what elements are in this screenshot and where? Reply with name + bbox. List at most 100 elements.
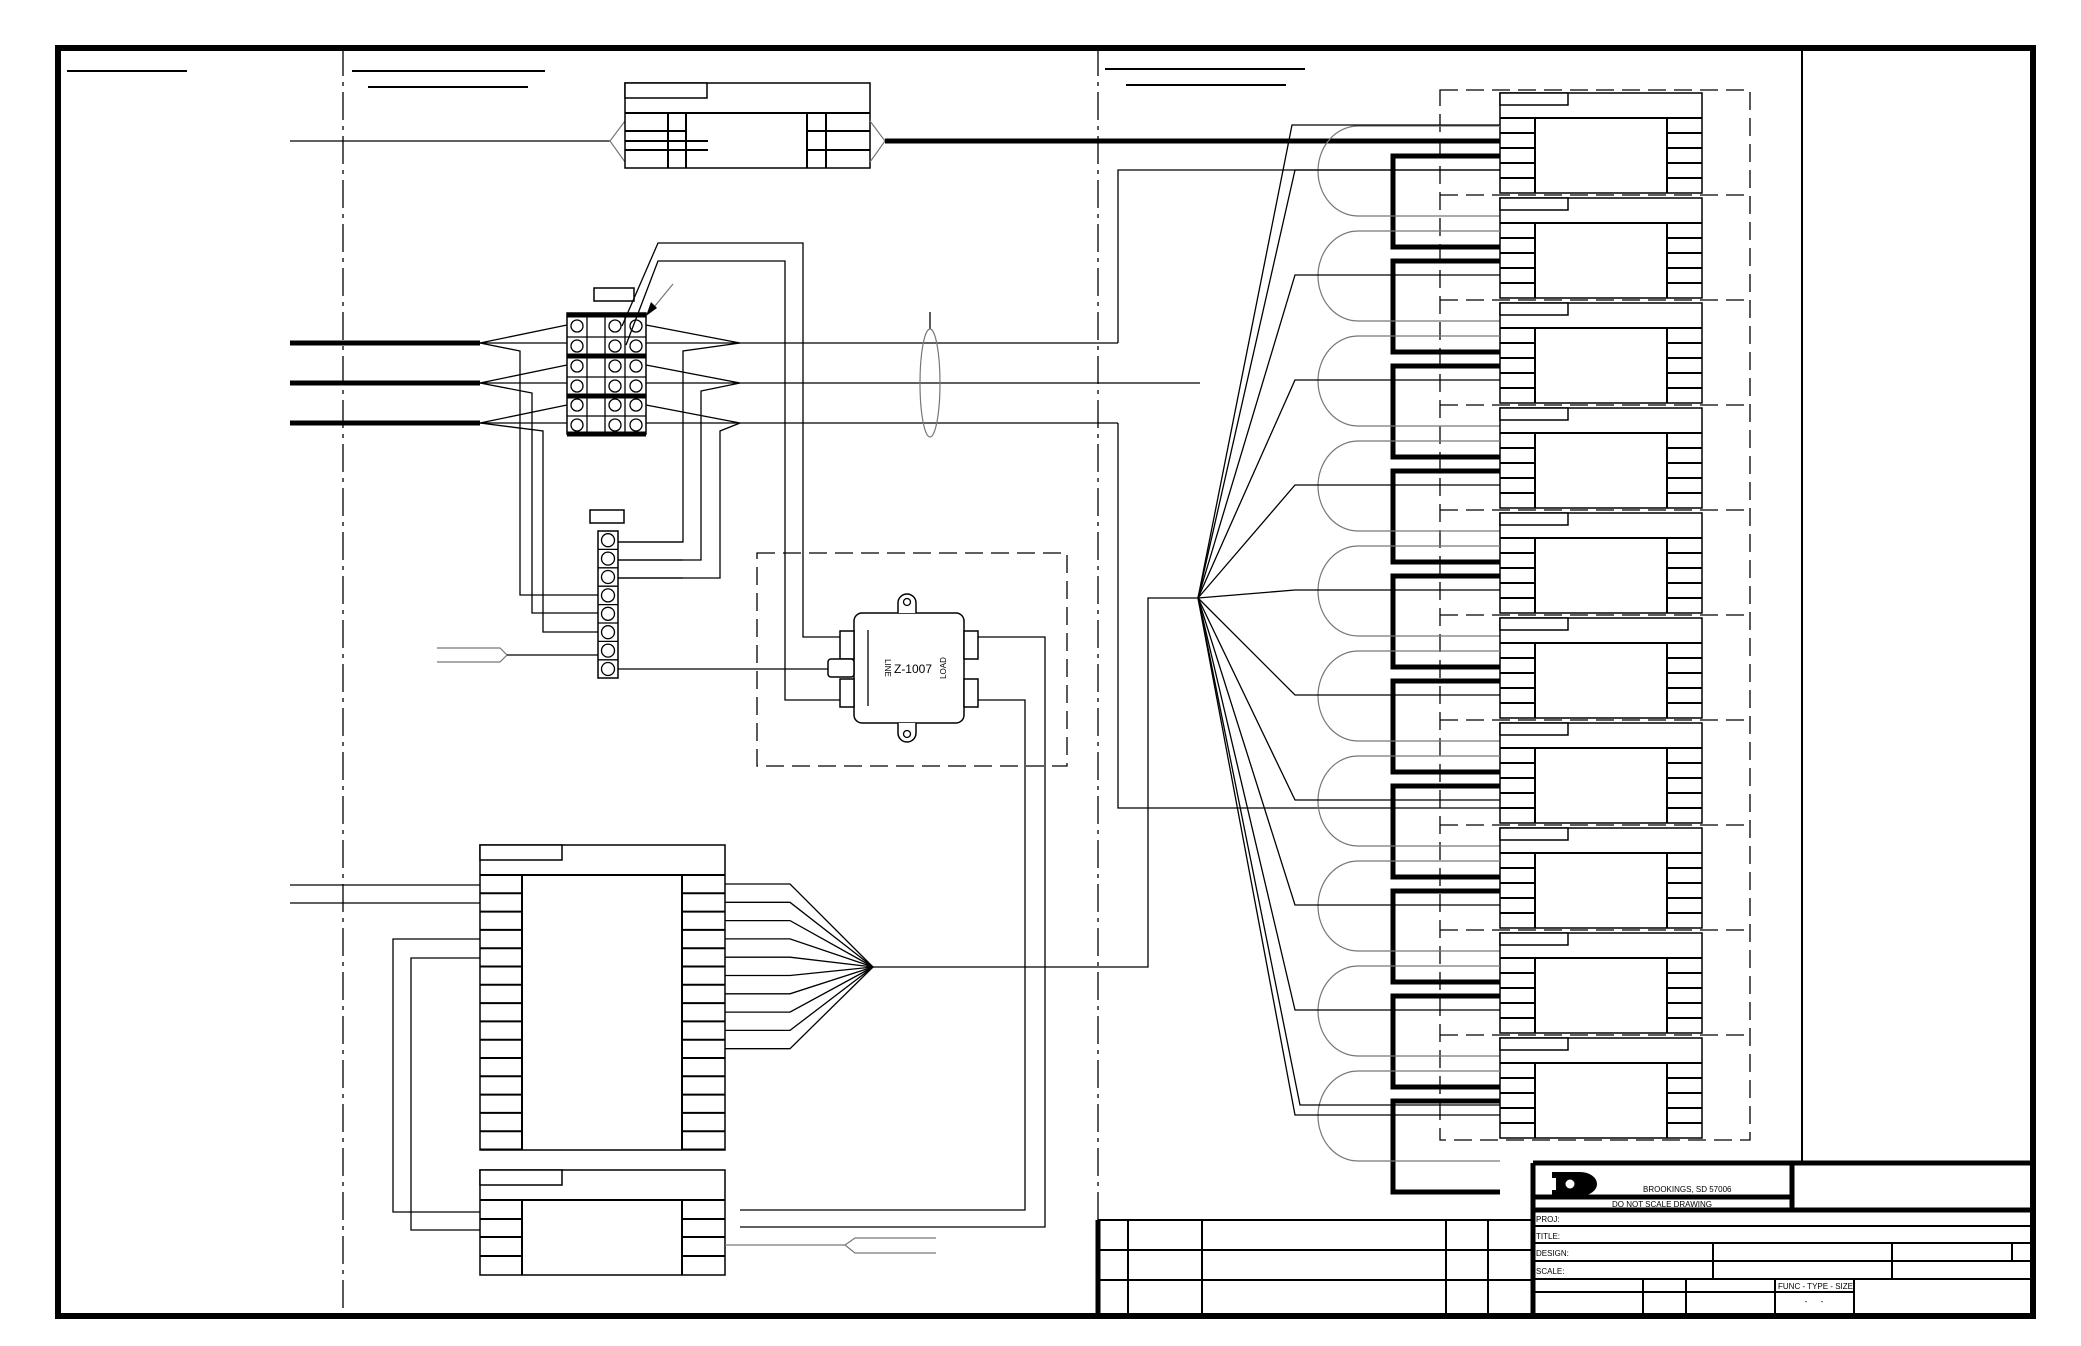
- module-label-box: [1499, 827, 1569, 841]
- do-not-scale-notice: DO NOT SCALE DRAWING: [1612, 1200, 1712, 1209]
- terminal-screw: [629, 398, 643, 412]
- terminal-screw: [570, 398, 584, 412]
- fan-wire: [725, 966, 874, 1032]
- fan-wire: [725, 966, 874, 1013]
- revision-block: [1095, 1219, 1533, 1316]
- proj-label: PROJ:: [1536, 1215, 1560, 1224]
- io-module: [1499, 92, 1703, 194]
- io-module: [1499, 197, 1703, 299]
- terminal-screw: [570, 359, 584, 373]
- terminal-screw: [608, 418, 622, 432]
- func-type-size-label: FUNC - TYPE - SIZE: [1778, 1282, 1853, 1291]
- strip-terminal: [600, 533, 616, 548]
- terminal-screws: [570, 319, 643, 432]
- fan-wire: [1197, 124, 1500, 599]
- terminal-screw: [570, 339, 584, 353]
- loop-arc: [1317, 335, 1500, 427]
- func-type-size-value: - -: [1805, 1297, 1824, 1306]
- fan-wire: [1197, 484, 1500, 599]
- incoming-power-lines: [290, 324, 598, 633]
- top-connector: [290, 82, 1510, 169]
- filter-line-label: LINE: [883, 659, 892, 677]
- loop-arc: [1317, 860, 1500, 952]
- company-logo-icon: [1552, 1172, 1597, 1196]
- terminal-screw: [608, 398, 622, 412]
- right-module-stack: [1317, 89, 1751, 1195]
- strip-terminal: [600, 569, 616, 585]
- io-module: [1499, 617, 1703, 719]
- module-label-box: [1499, 722, 1569, 736]
- loop-arc: [1317, 965, 1500, 1057]
- lower-module-large: [290, 597, 1198, 1231]
- fan-wire: [1197, 589, 1500, 599]
- title-label: TITLE:: [1536, 1232, 1560, 1241]
- terminal-screw: [608, 339, 622, 353]
- terminal-screw: [570, 418, 584, 432]
- fan-wire: [725, 883, 874, 968]
- fan-wire: [1197, 379, 1500, 599]
- fan-wire: [1197, 597, 1500, 1116]
- design-label: DESIGN:: [1536, 1249, 1569, 1258]
- loop-arc: [1317, 440, 1500, 532]
- io-module: [1499, 827, 1703, 929]
- strip-terminal: [600, 625, 616, 640]
- jumper-loop: [1390, 258, 1500, 355]
- lower-module-small: [479, 1169, 936, 1276]
- jumper-loop: [1390, 468, 1500, 565]
- module-label-box: [1499, 512, 1569, 526]
- io-module: [1499, 932, 1703, 1034]
- jumper-loop: [1390, 1098, 1500, 1195]
- module-label-box: [1499, 1037, 1569, 1051]
- jumper-loop: [1390, 993, 1500, 1090]
- terminal-screw: [608, 319, 622, 333]
- terminal-screw: [570, 379, 584, 393]
- fan-wire: [1197, 597, 1500, 906]
- module-label-box: [1499, 197, 1569, 211]
- cable-bundle-marker: [919, 312, 941, 438]
- fan-wire: [725, 901, 874, 968]
- fan-wire: [725, 966, 874, 977]
- strip-terminal: [600, 661, 616, 677]
- strip-terminal: [600, 551, 616, 566]
- strip-terminal: [600, 588, 616, 603]
- terminal-screw: [608, 359, 622, 373]
- terminal-block: [566, 283, 674, 437]
- loop-arc: [1317, 755, 1500, 847]
- io-module: [1499, 407, 1703, 509]
- loop-arc: [1317, 125, 1500, 217]
- fan-wire: [725, 966, 874, 1050]
- module-label-box: [1499, 92, 1569, 106]
- jumper-loop: [1390, 573, 1500, 670]
- terminal-screw: [629, 379, 643, 393]
- jumper-loop: [1390, 783, 1500, 880]
- fan-wire: [1197, 169, 1500, 599]
- jumper-loop: [1390, 153, 1500, 250]
- scale-label: SCALE:: [1536, 1267, 1564, 1276]
- terminal-screw: [629, 339, 643, 353]
- loop-arc: [1317, 650, 1500, 742]
- fan-wire: [1197, 597, 1500, 1011]
- fan-wire: [725, 938, 874, 968]
- title-block: BROOKINGS, SD 57006 DO NOT SCALE DRAWING…: [1530, 1160, 2033, 1316]
- sheet-border: [55, 45, 2036, 1319]
- fan-wire: [725, 919, 874, 968]
- fan-wire: [725, 956, 874, 968]
- terminal-screw: [629, 418, 643, 432]
- io-module: [1499, 302, 1703, 404]
- io-module: [1499, 512, 1703, 614]
- module-label-box: [1499, 932, 1569, 946]
- fan-wire: [1197, 597, 1500, 1106]
- io-module: [1499, 1037, 1703, 1139]
- right-fan-wires: [1197, 124, 1500, 1116]
- small-terminal-strip: [437, 509, 840, 679]
- loop-arc: [1317, 230, 1500, 322]
- jumper-loop: [1390, 678, 1500, 775]
- filter-module: Z-1007 LINE LOAD: [740, 552, 1068, 1228]
- module-label-box: [1499, 407, 1569, 421]
- io-module: [1499, 722, 1703, 824]
- filter-load-label: LOAD: [939, 657, 948, 679]
- loop-arc: [1317, 1070, 1500, 1162]
- jumper-loop: [1390, 888, 1500, 985]
- loop-arc: [1317, 545, 1500, 637]
